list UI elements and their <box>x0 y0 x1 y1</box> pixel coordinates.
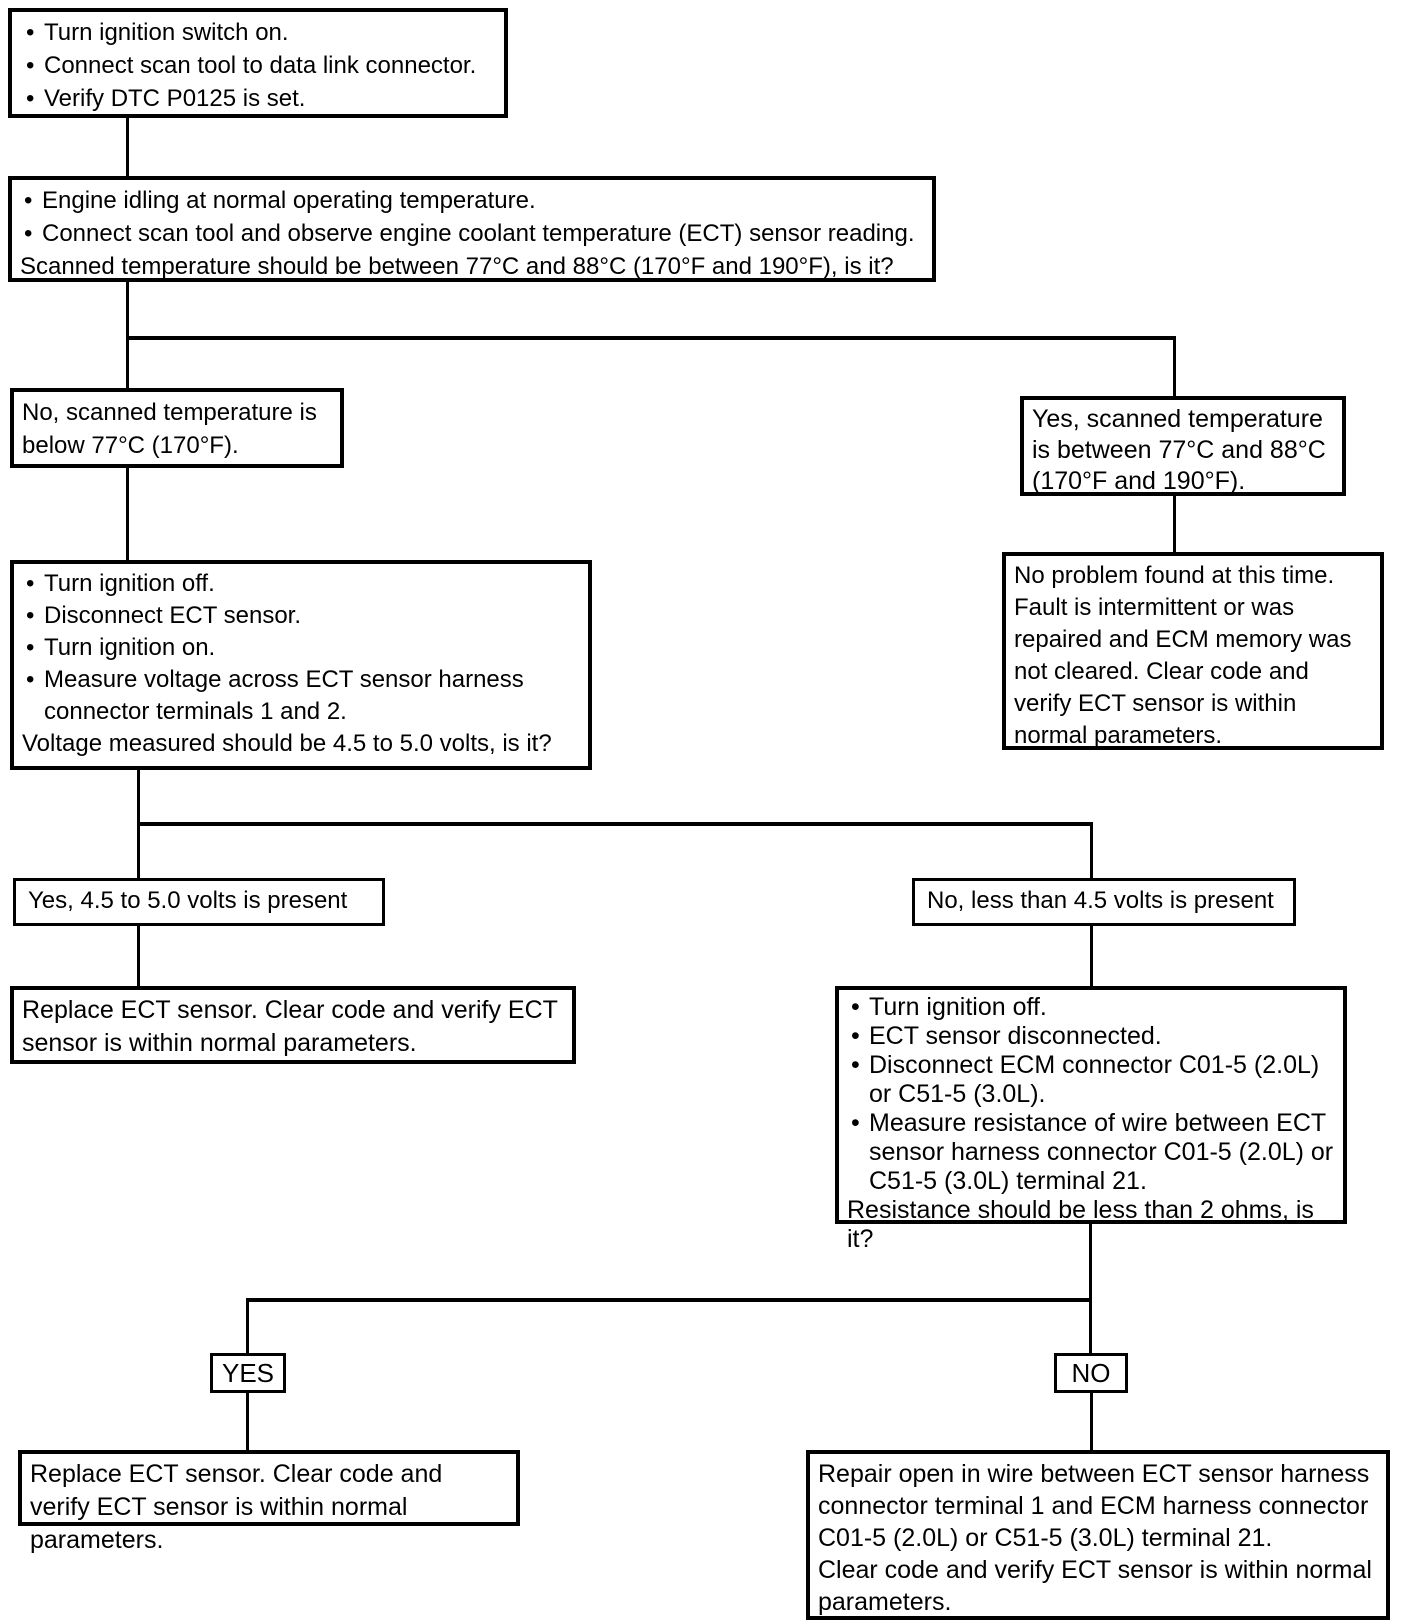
flow-box-temp-yes: Yes, scanned temperature is between 77°C… <box>1020 396 1346 496</box>
connector-line <box>126 466 129 562</box>
step-text: Measure resistance of wire between ECT s… <box>847 1109 1335 1196</box>
flow-box-no-problem: No problem found at this time. Fault is … <box>1002 552 1384 750</box>
flow-label-yes: YES <box>210 1353 286 1393</box>
step-text: Turn ignition on. <box>22 632 580 664</box>
connector-line <box>1173 494 1176 554</box>
connector-line <box>246 1298 249 1355</box>
step-text: Engine idling at normal operating temper… <box>20 184 924 217</box>
step-text: Connect scan tool to data link connector… <box>22 49 496 82</box>
step-text: Turn ignition switch on. <box>22 16 496 49</box>
flow-box-volts-yes: Yes, 4.5 to 5.0 volts is present <box>13 878 385 926</box>
flow-box-replace-sensor-bottom: Replace ECT sensor. Clear code and verif… <box>18 1450 520 1554</box>
step-text: Verify DTC P0125 is set. <box>22 82 496 115</box>
step-text: Measure voltage across ECT sensor harnes… <box>22 664 580 728</box>
connector-line <box>246 1391 249 1452</box>
result-text: Repair open in wire between ECT sensor h… <box>818 1460 1370 1552</box>
flow-box-idle-check: Engine idling at normal operating temper… <box>8 176 936 282</box>
connector-line <box>126 336 1176 340</box>
connector-line <box>126 116 129 178</box>
step-text: Turn ignition off. <box>22 568 580 600</box>
step-text: ECT sensor disconnected. <box>847 1022 1335 1051</box>
flow-box-start: Turn ignition switch on. Connect scan to… <box>8 8 508 118</box>
question-text: Resistance should be less than 2 ohms, i… <box>847 1196 1314 1253</box>
question-text: Scanned temperature should be between 77… <box>20 253 894 280</box>
result-text: Clear code and verify ECT sensor is with… <box>818 1556 1372 1616</box>
flow-box-temp-no: No, scanned temperature is below 77°C (1… <box>10 388 344 468</box>
connector-line <box>137 822 1093 826</box>
connector-line <box>137 924 140 986</box>
flow-box-voltage-check: Turn ignition off. Disconnect ECT sensor… <box>10 560 592 770</box>
connector-line <box>1090 822 1093 880</box>
branch-text: No, less than 4.5 volts is present <box>927 887 1274 914</box>
flow-box-replace-sensor-top: Replace ECT sensor. Clear code and verif… <box>10 986 576 1064</box>
branch-text: Yes, scanned temperature is between 77°C… <box>1032 405 1326 495</box>
step-text: Connect scan tool and observe engine coo… <box>20 217 924 250</box>
connector-line <box>1090 924 1093 986</box>
flow-box-volts-no: No, less than 4.5 volts is present <box>912 878 1296 926</box>
question-text: Voltage measured should be 4.5 to 5.0 vo… <box>22 730 552 757</box>
branch-text: Yes, 4.5 to 5.0 volts is present <box>28 887 348 914</box>
yes-text: YES <box>221 1358 275 1388</box>
step-text: Disconnect ECT sensor. <box>22 600 580 632</box>
flow-box-resistance-check: Turn ignition off. ECT sensor disconnect… <box>835 986 1347 1253</box>
connector-line <box>1090 1391 1093 1452</box>
step-text: Turn ignition off. <box>847 993 1335 1022</box>
result-text: No problem found at this time. Fault is … <box>1014 562 1352 749</box>
branch-text: No, scanned temperature is below 77°C (1… <box>22 399 317 459</box>
connector-line <box>1089 1222 1092 1355</box>
flow-box-repair-wire: Repair open in wire between ECT sensor h… <box>806 1450 1390 1620</box>
step-text: Disconnect ECM connector C01-5 (2.0L) or… <box>847 1051 1335 1109</box>
no-text: NO <box>1071 1358 1111 1388</box>
connector-line <box>1173 336 1176 398</box>
result-text: Replace ECT sensor. Clear code and verif… <box>30 1460 443 1554</box>
connector-line <box>246 1298 1092 1302</box>
result-text: Replace ECT sensor. Clear code and verif… <box>22 996 558 1057</box>
flow-label-no: NO <box>1054 1353 1128 1393</box>
